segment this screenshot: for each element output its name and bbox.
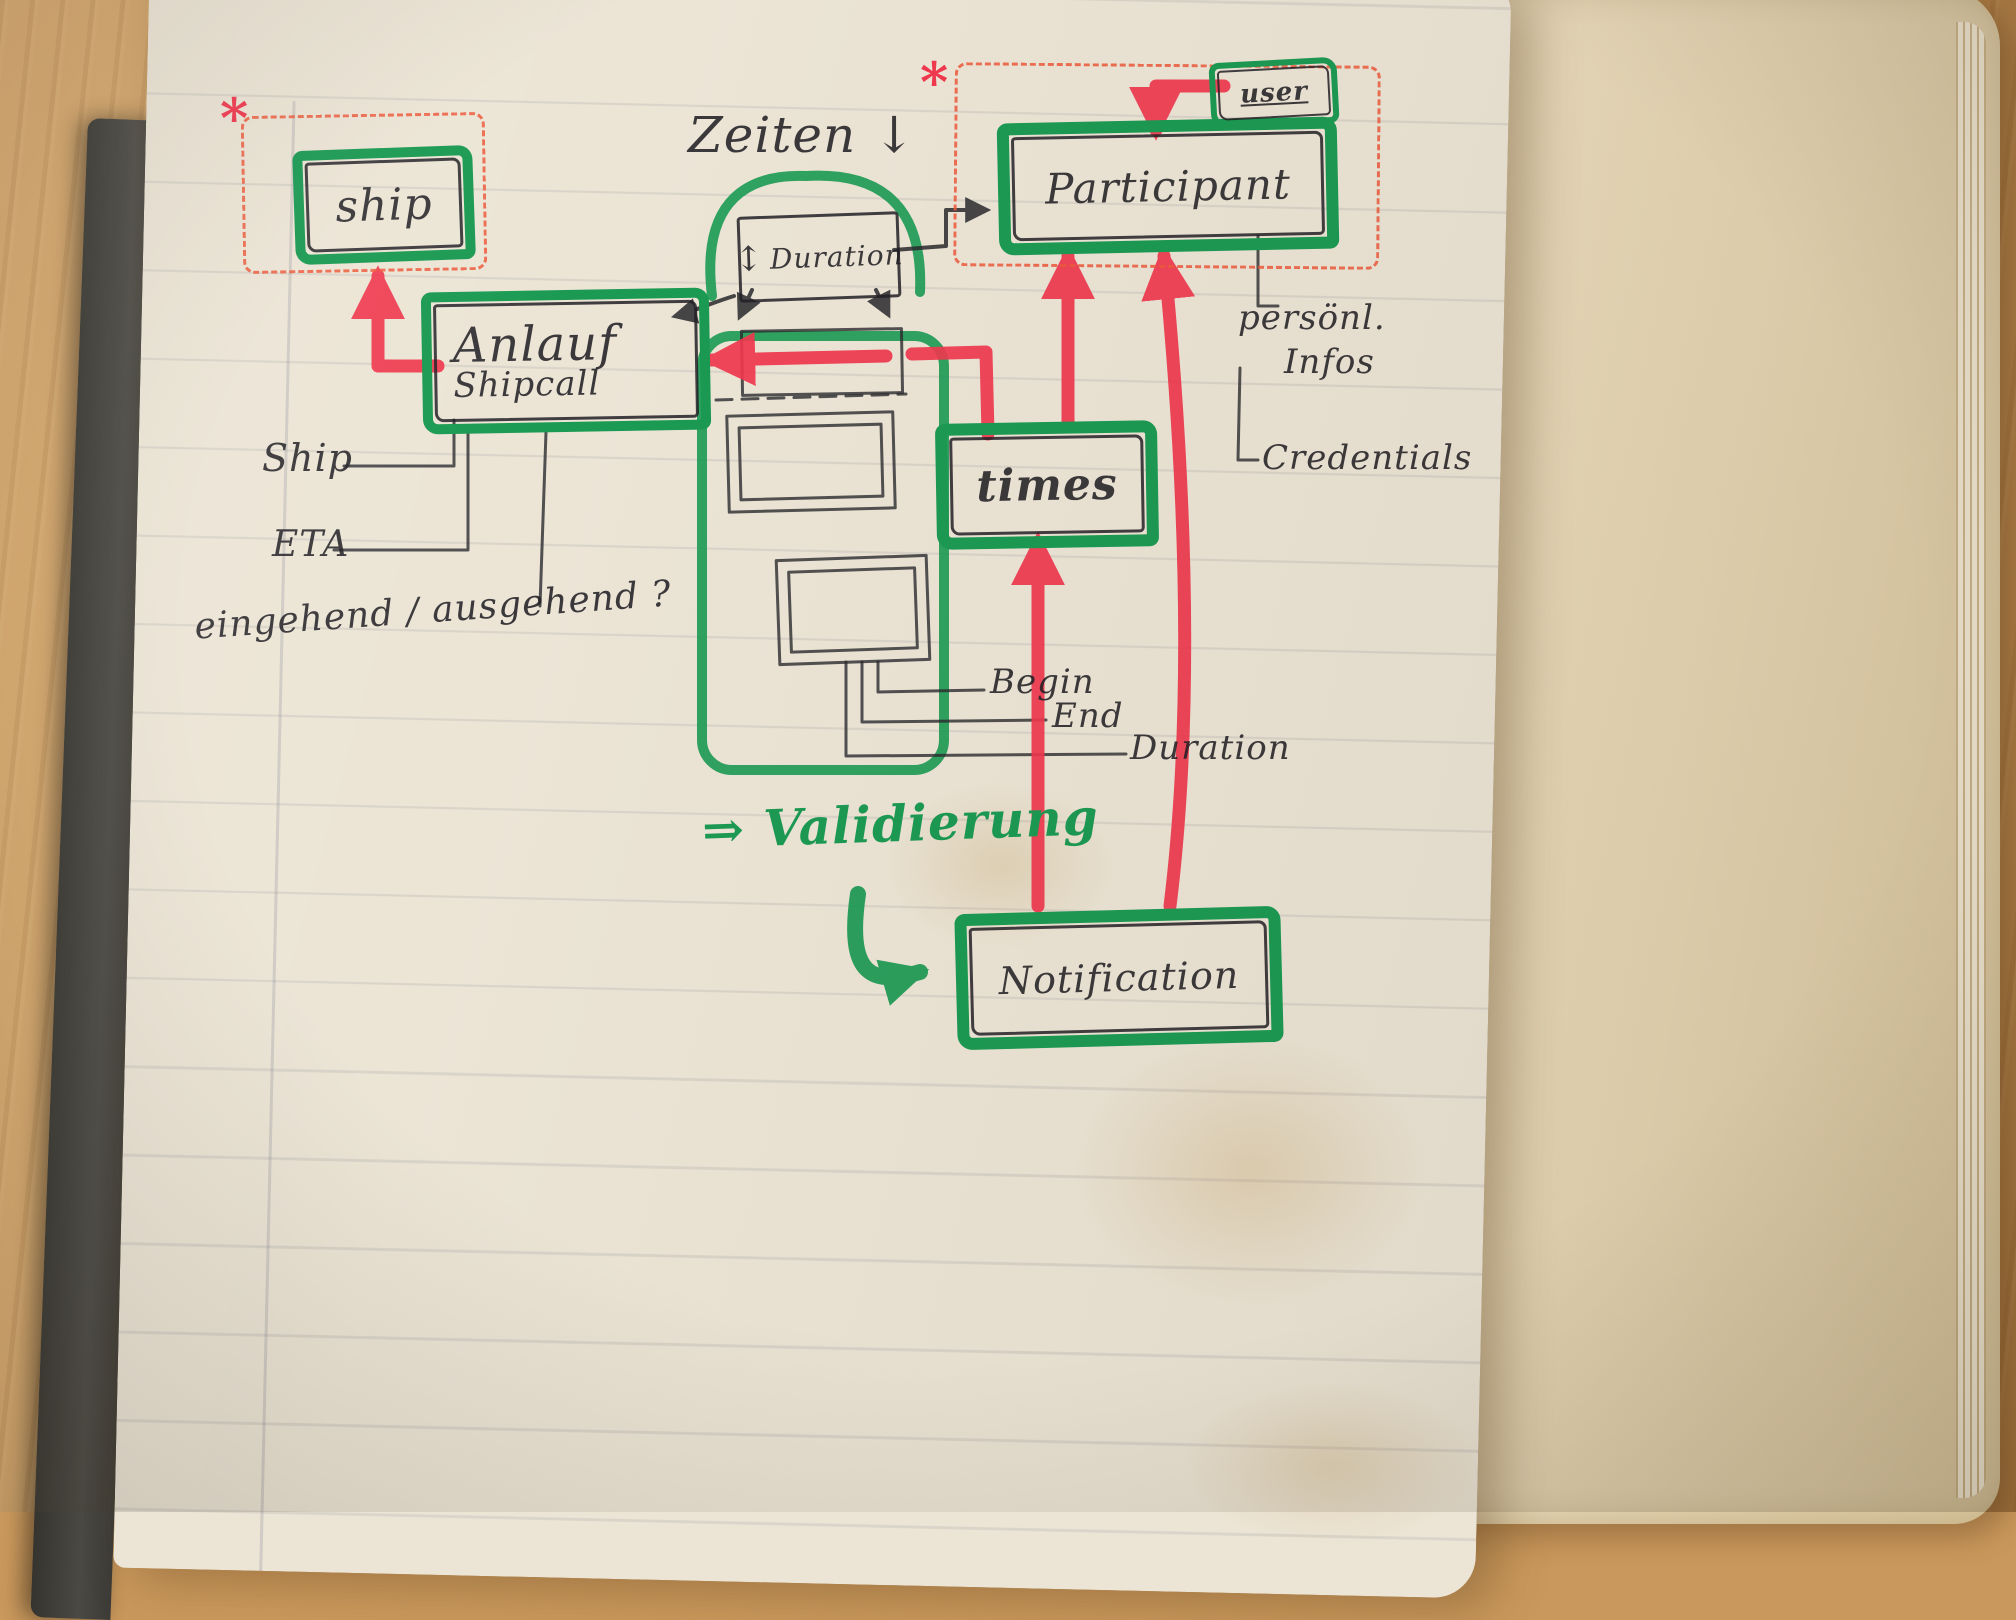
- green-hook-arrow-to-notification: [847, 886, 930, 1006]
- anlauf-entity-inner-frame: Anlauf Shipcall: [432, 299, 700, 423]
- connector-duration-hook-right: [867, 288, 891, 319]
- asterisk-participant: *: [920, 50, 949, 114]
- ship-entity-inner-frame: ship: [304, 157, 464, 253]
- user-entity-inner-frame: user: [1216, 65, 1332, 121]
- resize-arrow-icon: ↕: [733, 238, 765, 280]
- begin-attribute-label: Begin: [990, 662, 1095, 702]
- ship-attribute-label: Ship: [262, 436, 353, 480]
- duration-attribute-label: Duration: [1130, 728, 1291, 768]
- duration-field-box: ↕ Duration: [733, 211, 905, 303]
- green-times-list-outline: [697, 331, 949, 775]
- connector-duration-to-participant: [892, 197, 992, 252]
- credentials-attribute-label: Credentials: [1262, 438, 1473, 478]
- duration-field-label: Duration: [769, 237, 905, 276]
- personal-infos-label-line1: persönl.: [1238, 298, 1386, 338]
- connector-eta-attribute: [332, 424, 470, 552]
- sketch-time-row-2-inner: [737, 422, 885, 502]
- asterisk-ship: *: [220, 86, 249, 150]
- connector-personal-infos: [1256, 234, 1280, 308]
- ship-entity-label: ship: [334, 177, 434, 233]
- connector-duration-hook-left: [736, 288, 761, 321]
- anlauf-entity-box: Anlauf Shipcall: [420, 287, 712, 435]
- connector-ship-attribute: [342, 418, 456, 468]
- participant-entity-label: Participant: [1044, 158, 1292, 214]
- red-arrow-anlauf-to-ship: [351, 265, 445, 373]
- personal-infos-label-line2: Infos: [1284, 342, 1375, 382]
- red-arrow-times-to-anlauf-end: [701, 332, 893, 387]
- eta-attribute-label: ETA: [272, 524, 350, 565]
- participant-entity-box: Participant: [996, 116, 1340, 256]
- sketch-dashed-underline: [714, 392, 908, 402]
- times-entity-inner-frame: times: [949, 434, 1145, 536]
- connector-begin-attribute: [876, 660, 986, 694]
- times-entity-box: times: [934, 420, 1160, 550]
- sketch-time-row-3: [774, 553, 932, 667]
- sketch-time-row-3-inner: [787, 566, 919, 654]
- anlauf-entity-label: Anlauf: [452, 315, 618, 374]
- notification-entity-box: Notification: [954, 905, 1284, 1051]
- red-arrow-user-to-participant: [1129, 79, 1231, 141]
- connector-end-attribute: [860, 660, 1048, 724]
- entity-relationship-sketch: * * ship Anlauf Shipcall ↕ Duration Part…: [193, 50, 1473, 1051]
- red-arrow-times-to-anlauf-start: [905, 345, 995, 441]
- red-arrow-notification-to-participant: [1141, 245, 1196, 913]
- page-stack-edges: [1956, 22, 1986, 1498]
- times-entity-label: times: [975, 458, 1119, 512]
- participant-entity-inner-frame: Participant: [1010, 130, 1326, 242]
- ship-entity-box: ship: [292, 144, 476, 266]
- sketch-time-row-2: [725, 410, 897, 514]
- user-entity-label: user: [1239, 76, 1309, 110]
- connector-credentials: [1236, 366, 1260, 462]
- diagram-strokes-layer: [332, 79, 1280, 1006]
- connector-eingehend-attribute: [538, 430, 548, 608]
- zeiten-annotation: Zeiten ↓: [688, 106, 916, 164]
- anlauf-entity-sublabel: Shipcall: [453, 363, 601, 406]
- end-attribute-label: End: [1052, 696, 1124, 736]
- user-entity-box: user: [1208, 56, 1340, 130]
- connector-duration-to-anlauf: [670, 294, 736, 324]
- notification-entity-label: Notification: [998, 952, 1240, 1004]
- notification-entity-inner-frame: Notification: [968, 920, 1270, 1036]
- green-brace-over-duration: [705, 170, 926, 301]
